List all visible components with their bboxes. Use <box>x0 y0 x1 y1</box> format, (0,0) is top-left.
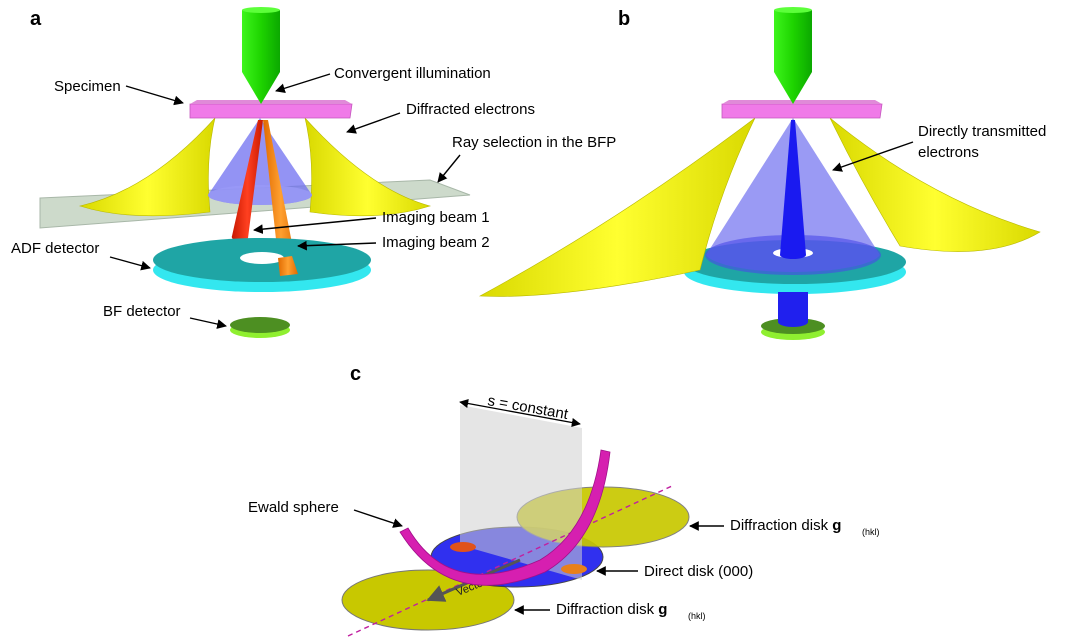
panel-b-label: b <box>618 8 630 30</box>
ewald-sphere <box>399 449 611 586</box>
specimen-top <box>190 100 352 104</box>
svg-text:Diffraction disk g: Diffraction disk g <box>556 601 667 618</box>
arrow-directly-transmitted <box>832 141 914 172</box>
direct-beam-b <box>780 120 806 259</box>
label-directly-transmitted-2: electrons <box>918 144 979 161</box>
arrow-convergent <box>275 73 331 94</box>
convergent-illumination-b <box>774 10 812 104</box>
intersection-spot-left <box>450 542 476 552</box>
arrow-diffracted <box>346 112 401 134</box>
label-bf-detector: BF detector <box>103 303 181 320</box>
s-constant-plane <box>460 405 582 580</box>
label-imaging-beam-2: Imaging beam 2 <box>382 234 490 251</box>
arrow-s-constant <box>459 399 581 427</box>
arrow-adf <box>109 256 151 271</box>
label-directly-transmitted-1: Directly transmitted <box>918 123 1046 140</box>
intersection-spot-right <box>561 564 587 574</box>
transmitted-cone-base <box>208 185 312 205</box>
label-direct-disk: Direct disk (000) <box>644 563 753 580</box>
label-ewald-sphere: Ewald sphere <box>248 499 339 516</box>
arrow-imaging-beam-1 <box>253 217 377 235</box>
imaging-beam-1 <box>231 120 263 242</box>
reciprocal-row-line <box>347 485 673 637</box>
imaging-beam-2-lower <box>278 256 298 276</box>
label-convergent-illumination: Convergent illumination <box>334 65 491 82</box>
label-specimen: Specimen <box>54 78 121 95</box>
specimen-b-top <box>722 100 882 104</box>
diff-disk-upper-text: Diffraction disk <box>730 517 832 534</box>
label-ray-selection: Ray selection in the BFP <box>452 134 616 151</box>
label-adf-detector: ADF detector <box>11 240 99 257</box>
panel-c-label: c <box>350 363 361 385</box>
diff-disk-lower-g: g <box>658 601 667 618</box>
diff-disk-upper-g: g <box>832 517 841 534</box>
arrow-ray-selection <box>437 154 461 183</box>
illumination-top <box>242 7 280 13</box>
diff-disk-upper-sub: (hkl) <box>862 527 880 537</box>
svg-text:Diffraction disk g: Diffraction disk g <box>730 517 841 534</box>
arrow-specimen <box>125 85 184 106</box>
adf-detector-hole <box>240 252 284 264</box>
arrow-ewald <box>353 509 403 528</box>
diffracted-cone-right-b <box>829 117 1041 252</box>
transmitted-cone <box>208 118 312 205</box>
diffracted-cone-left <box>78 117 216 217</box>
diffracted-cone-right <box>304 117 432 217</box>
panel-c: c Vector g s = constant Ewald sphere Dif… <box>248 363 880 637</box>
arrow-bf <box>189 317 227 329</box>
arrow-imaging-beam-2 <box>297 240 377 251</box>
panel-a-label: a <box>30 8 42 30</box>
diff-disk-lower-sub: (hkl) <box>688 611 706 621</box>
convergent-illumination <box>242 10 280 104</box>
illumination-b-top <box>774 7 812 13</box>
label-diffracted-electrons: Diffracted electrons <box>406 101 535 118</box>
specimen <box>189 103 353 119</box>
label-diffraction-disk-upper: Diffraction disk g (hkl) <box>730 517 880 537</box>
panel-b: b Directly transmitted electrons <box>478 7 1046 340</box>
panel-a: a Convergent illumination Specimen Di <box>11 7 616 338</box>
diffracted-cone-left-b <box>478 117 756 297</box>
bf-detector <box>230 317 290 333</box>
specimen-b <box>721 103 883 119</box>
direct-beam-b-lower <box>778 292 808 327</box>
label-diffraction-disk-lower: Diffraction disk g (hkl) <box>556 601 706 621</box>
diff-disk-lower-text: Diffraction disk <box>556 601 658 618</box>
label-imaging-beam-1: Imaging beam 1 <box>382 209 490 226</box>
